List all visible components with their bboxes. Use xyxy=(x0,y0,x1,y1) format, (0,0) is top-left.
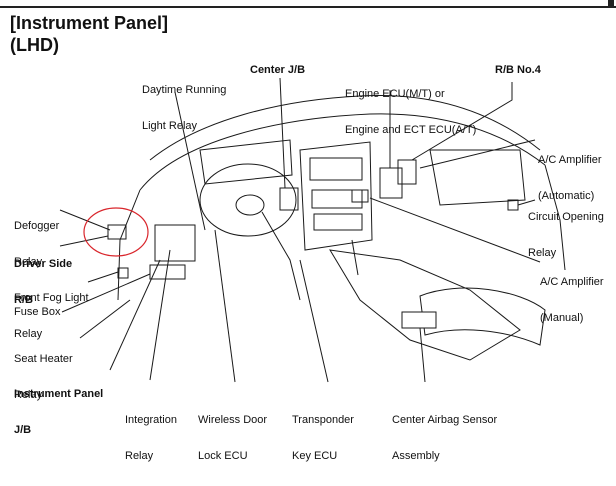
diagram-frame: [Instrument Panel] (LHD) xyxy=(0,0,616,462)
label-line: Relay xyxy=(14,389,43,401)
label-line: Wireless Door xyxy=(198,414,268,426)
circuit-relay-part xyxy=(507,199,519,211)
subtitle-line: (LHD) xyxy=(10,35,59,55)
label-integration-relay: Integration Relay xyxy=(125,390,177,486)
label-circuit-opening-relay: Circuit Opening Relay xyxy=(528,187,604,283)
label-line: (Manual) xyxy=(540,312,584,324)
right-dash-edge xyxy=(544,164,566,271)
label-line: R/B xyxy=(14,294,33,306)
label-line: Center Airbag Sensor xyxy=(392,414,498,426)
header-rule xyxy=(0,0,616,8)
label-line: Driver Side xyxy=(14,258,73,270)
label-defogger-relay: Defogger Relay xyxy=(14,196,59,292)
label-line: A/C Amplifier xyxy=(538,154,602,166)
leader-transponder xyxy=(299,259,329,383)
label-line: Seat Heater xyxy=(14,353,73,365)
label-fuse-box: Fuse Box xyxy=(14,306,61,318)
label-engine-ecu: Engine ECU(M/T) or Engine and ECT ECU(A/… xyxy=(345,64,476,160)
center-vent xyxy=(309,157,363,181)
label-transponder-key-ecu: Transponder Key ECU xyxy=(292,390,354,486)
leader-daytime xyxy=(174,91,206,231)
label-line: J/B xyxy=(14,424,32,436)
page-corner-mark xyxy=(608,0,614,6)
label-line: Relay xyxy=(528,247,557,259)
center-stack xyxy=(299,141,373,251)
label-line: Relay xyxy=(125,450,154,462)
label-ac-amp-manual: A/C Amplifier (Manual) xyxy=(540,252,604,348)
label-rb-no4: R/B No.4 xyxy=(495,64,541,76)
leader-driver-rb xyxy=(59,235,109,247)
label-wireless-door-lock-ecu: Wireless Door Lock ECU xyxy=(198,390,267,486)
label-center-jb: Center J/B xyxy=(250,64,306,76)
audio-unit xyxy=(311,189,363,209)
fog-relay-part xyxy=(117,267,129,279)
leader-rb4 xyxy=(411,82,513,161)
label-line: Transponder xyxy=(292,414,354,426)
leader-integration xyxy=(149,249,171,381)
leader-fog xyxy=(87,271,119,283)
label-line: Defogger xyxy=(14,220,60,232)
label-ac-amp-auto: A/C Amplifier (Automatic) xyxy=(538,130,602,226)
label-line: Engine ECU(M/T) or xyxy=(345,88,445,100)
label-line: Light Relay xyxy=(142,120,198,132)
label-line: (Automatic) xyxy=(538,190,595,202)
steering-hub xyxy=(235,194,265,216)
label-line: Key ECU xyxy=(292,450,338,462)
label-seat-heater-relay: Seat Heater Relay xyxy=(14,329,73,425)
engine-ecu-part xyxy=(379,167,403,199)
label-front-fog-relay: Front Fog Light Relay xyxy=(14,268,89,364)
label-line: A/C Amplifier xyxy=(540,276,604,288)
driver-rb-part xyxy=(107,224,127,240)
leader-defogger xyxy=(59,209,111,231)
armrest xyxy=(419,287,546,346)
leader-instrument-jb xyxy=(109,259,161,371)
instrument-jb-part xyxy=(154,224,196,262)
driver-rb-highlight-circle xyxy=(83,207,149,257)
label-line: Lock ECU xyxy=(198,450,248,462)
title-line: [Instrument Panel] xyxy=(10,13,169,33)
instrument-panel-drawing xyxy=(59,77,566,383)
leader-wireless xyxy=(214,229,236,383)
label-line: Integration xyxy=(125,414,177,426)
label-instrument-panel-jb: Instrument Panel J/B xyxy=(14,364,103,460)
label-line: Instrument Panel xyxy=(14,388,104,400)
leader-ac-manual xyxy=(369,197,541,263)
leader-centerjb xyxy=(279,77,286,189)
dash-top-outline xyxy=(149,94,541,161)
label-line: Assembly xyxy=(392,450,440,462)
dash-lower-outline xyxy=(139,113,546,191)
ac-amp-auto-part xyxy=(397,159,417,185)
center-jb-part xyxy=(279,187,299,211)
label-daytime-relay: Daytime Running Light Relay xyxy=(142,60,226,156)
left-door-edge xyxy=(117,189,141,301)
label-line: Daytime Running xyxy=(142,84,227,96)
climate-unit xyxy=(313,213,363,231)
label-line: Engine and ECT ECU(A/T) xyxy=(345,124,477,136)
center-console xyxy=(329,249,521,361)
label-center-airbag-sensor: Center Airbag Sensor Assembly xyxy=(392,390,497,486)
label-line: Relay xyxy=(14,328,43,340)
label-line: Front Fog Light xyxy=(14,292,89,304)
steering-wheel xyxy=(199,163,297,237)
ac-amp-manual-part xyxy=(351,189,369,203)
airbag-sensor-part xyxy=(401,311,437,329)
gauge-cluster xyxy=(199,139,293,185)
leader-ac-auto xyxy=(419,139,536,169)
leader-circuit xyxy=(517,199,536,206)
label-line: Relay xyxy=(14,256,43,268)
leader-airbag xyxy=(419,327,426,383)
glovebox xyxy=(429,149,526,206)
label-driver-side-rb: Driver Side R/B xyxy=(14,234,72,330)
label-line: Circuit Opening xyxy=(528,211,604,223)
leader-seat-heater xyxy=(79,299,131,339)
page-title: [Instrument Panel] (LHD) xyxy=(10,12,168,56)
shifter xyxy=(351,239,359,276)
steering-column xyxy=(261,211,301,301)
leader-fusebox xyxy=(61,273,151,313)
